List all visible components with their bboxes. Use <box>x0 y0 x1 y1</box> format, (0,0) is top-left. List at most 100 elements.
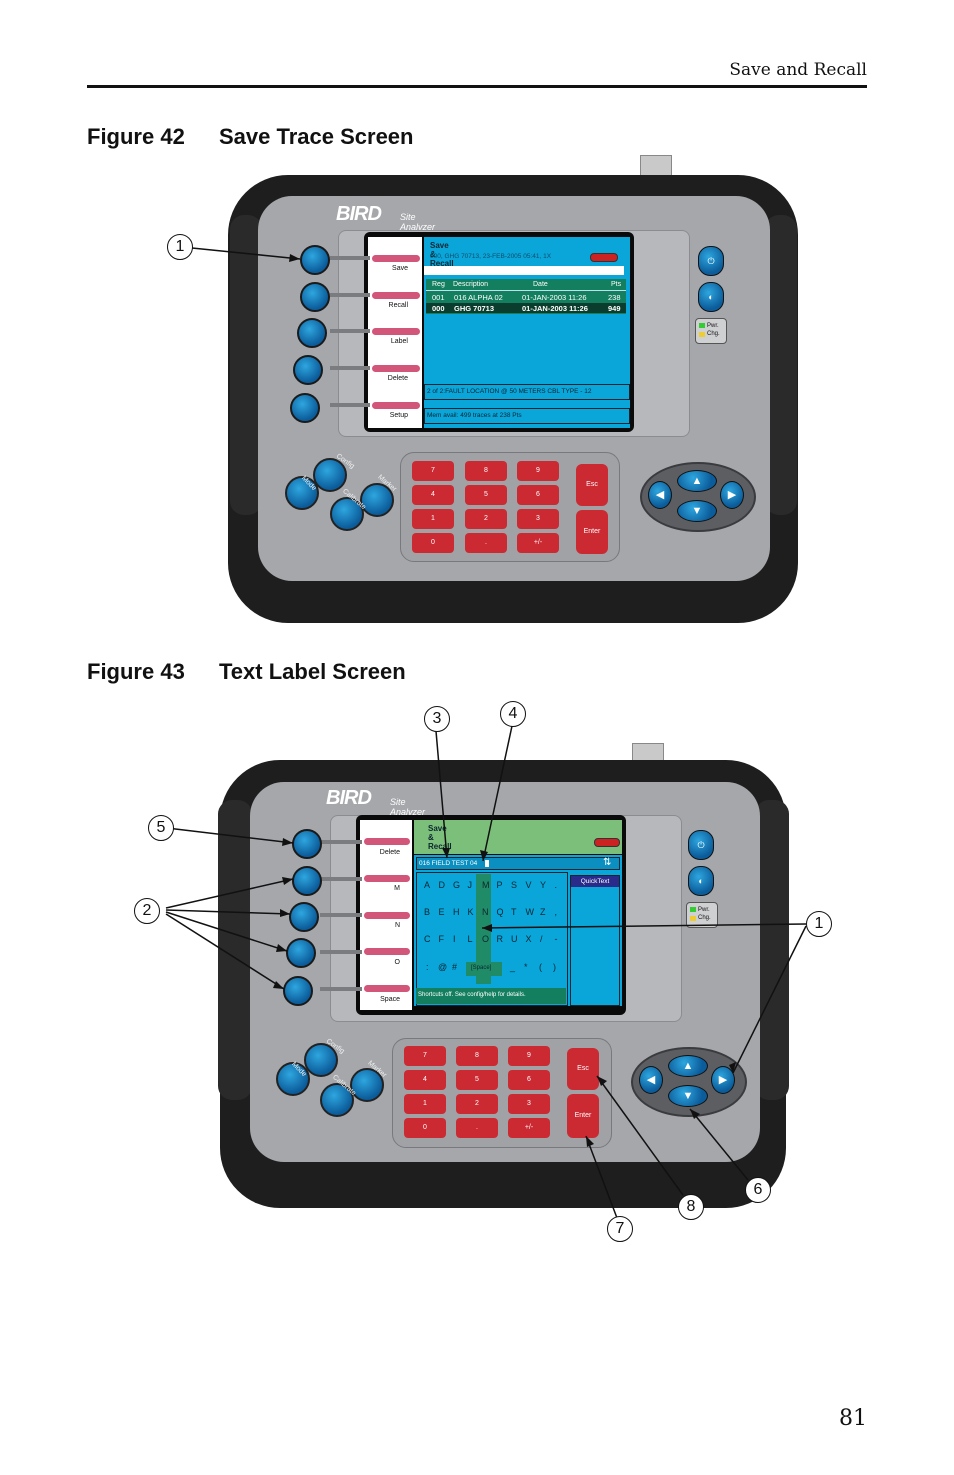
keyboard-key[interactable]: F <box>438 934 445 944</box>
marker-button[interactable] <box>350 1068 384 1102</box>
key-1[interactable]: 1 <box>412 509 454 529</box>
keyboard-key[interactable]: U <box>511 934 518 944</box>
enter-key[interactable]: Enter <box>576 510 608 554</box>
keyboard-key[interactable]: C <box>424 934 431 944</box>
up-arrow-icon[interactable]: ▲ <box>677 470 717 492</box>
keyboard-key[interactable]: A <box>424 880 431 890</box>
key-4[interactable]: 4 <box>404 1070 446 1090</box>
key-5[interactable]: 5 <box>465 485 507 505</box>
keyboard-key[interactable]: T <box>511 907 517 917</box>
marker-button[interactable] <box>360 483 394 517</box>
key-1[interactable]: 1 <box>404 1094 446 1114</box>
keyboard-key[interactable]: / <box>540 934 543 944</box>
keyboard-key[interactable]: E <box>438 907 445 917</box>
label-input[interactable]: 016 FIELD TEST 04 ⇅ <box>416 857 620 870</box>
table-row-selected[interactable]: 000 GHG 70713 01-JAN-2003 11:26 949 <box>426 303 626 313</box>
key-2[interactable]: 2 <box>465 509 507 529</box>
enter-key[interactable]: Enter <box>567 1094 599 1138</box>
space-key[interactable]: [Space] <box>471 965 492 971</box>
keyboard-key[interactable]: , <box>554 907 558 917</box>
key-8[interactable]: 8 <box>456 1046 498 1066</box>
keyboard-key[interactable]: H <box>453 907 460 917</box>
key-6[interactable]: 6 <box>508 1070 550 1090</box>
keyboard-key[interactable]: J <box>467 880 473 890</box>
softkey-button-5[interactable] <box>290 393 320 423</box>
key-2[interactable]: 2 <box>456 1094 498 1114</box>
keyboard-key[interactable]: Y <box>540 880 547 890</box>
esc-key[interactable]: Esc <box>576 464 608 506</box>
keyboard-key[interactable]: X <box>525 934 532 944</box>
keyboard-key[interactable]: Z <box>540 907 546 917</box>
keyboard-key[interactable]: - <box>554 934 558 944</box>
power-button[interactable]: ⏻ <box>698 246 724 276</box>
left-arrow-icon[interactable]: ◀ <box>639 1066 663 1094</box>
softkey-button-1[interactable] <box>300 245 330 275</box>
key-7[interactable]: 7 <box>404 1046 446 1066</box>
contrast-button[interactable]: ◐ <box>688 866 714 896</box>
keyboard-key[interactable]: * <box>524 962 528 972</box>
key-9[interactable]: 9 <box>508 1046 550 1066</box>
keyboard-key[interactable]: _ <box>510 962 516 972</box>
key-7[interactable]: 7 <box>412 461 454 481</box>
keyboard-key[interactable]: M <box>482 880 490 890</box>
contrast-button[interactable]: ◐ <box>698 282 724 312</box>
keyboard-key[interactable]: W <box>525 907 535 917</box>
keyboard-key[interactable]: D <box>438 880 446 890</box>
keyboard-key[interactable]: ) <box>553 962 556 972</box>
key-8[interactable]: 8 <box>465 461 507 481</box>
down-arrow-icon[interactable]: ▼ <box>668 1085 708 1107</box>
right-arrow-icon[interactable]: ▶ <box>711 1066 735 1094</box>
n-softkey-button[interactable] <box>289 902 319 932</box>
esc-key[interactable]: Esc <box>567 1048 599 1090</box>
keyboard-key[interactable]: I <box>453 934 456 944</box>
left-arrow-icon[interactable]: ◀ <box>648 481 672 509</box>
row-reg: 000 <box>432 304 445 313</box>
softkey-button-4[interactable] <box>293 355 323 385</box>
key-plus-minus[interactable]: +/- <box>508 1118 550 1138</box>
space-softkey-button[interactable] <box>283 976 313 1006</box>
key-decimal[interactable]: . <box>465 533 507 553</box>
key-0[interactable]: 0 <box>404 1118 446 1138</box>
softkey-button-2[interactable] <box>300 282 330 312</box>
keyboard-key[interactable]: L <box>467 934 473 944</box>
keyboard-key[interactable]: K <box>467 907 474 917</box>
up-arrow-icon[interactable]: ▲ <box>668 1055 708 1077</box>
keyboard-key[interactable]: S <box>511 880 518 890</box>
right-arrow-icon[interactable]: ▶ <box>720 481 744 509</box>
o-softkey-button[interactable] <box>286 938 316 968</box>
calibrate-button[interactable] <box>330 497 364 531</box>
keyboard-key[interactable]: . <box>554 880 558 890</box>
keyboard-key[interactable]: # <box>452 962 458 972</box>
keyboard-key[interactable]: N <box>482 907 489 917</box>
keyboard-key[interactable]: : <box>426 962 429 972</box>
m-softkey-button[interactable] <box>292 866 322 896</box>
keyboard-key[interactable]: Q <box>496 907 504 917</box>
delete-softkey-button[interactable] <box>292 829 322 859</box>
config-button[interactable] <box>304 1043 338 1077</box>
keyboard-key[interactable]: @ <box>438 962 448 972</box>
key-6[interactable]: 6 <box>517 485 559 505</box>
mode-button[interactable] <box>276 1062 310 1096</box>
key-decimal[interactable]: . <box>456 1118 498 1138</box>
softkey-button-3[interactable] <box>297 318 327 348</box>
key-0[interactable]: 0 <box>412 533 454 553</box>
key-9[interactable]: 9 <box>517 461 559 481</box>
calibrate-button[interactable] <box>320 1083 354 1117</box>
keyboard-key[interactable]: G <box>453 880 461 890</box>
keyboard-key[interactable]: R <box>496 934 504 944</box>
keyboard-key[interactable]: B <box>424 907 431 917</box>
keyboard-key[interactable]: ( <box>539 962 542 972</box>
key-5[interactable]: 5 <box>456 1070 498 1090</box>
keyboard-key[interactable]: V <box>525 880 532 890</box>
key-3[interactable]: 3 <box>517 509 559 529</box>
key-plus-minus[interactable]: +/- <box>517 533 559 553</box>
table-row[interactable]: 001 016 ALPHA 02 01-JAN-2003 11:26 238 <box>426 292 626 302</box>
keyboard-key[interactable]: P <box>496 880 503 890</box>
power-button[interactable]: ⏻ <box>688 830 714 860</box>
down-arrow-icon[interactable]: ▼ <box>677 500 717 522</box>
mode-button[interactable] <box>285 476 319 510</box>
keyboard-key[interactable]: O <box>482 934 490 944</box>
config-button[interactable] <box>313 458 347 492</box>
key-4[interactable]: 4 <box>412 485 454 505</box>
key-3[interactable]: 3 <box>508 1094 550 1114</box>
